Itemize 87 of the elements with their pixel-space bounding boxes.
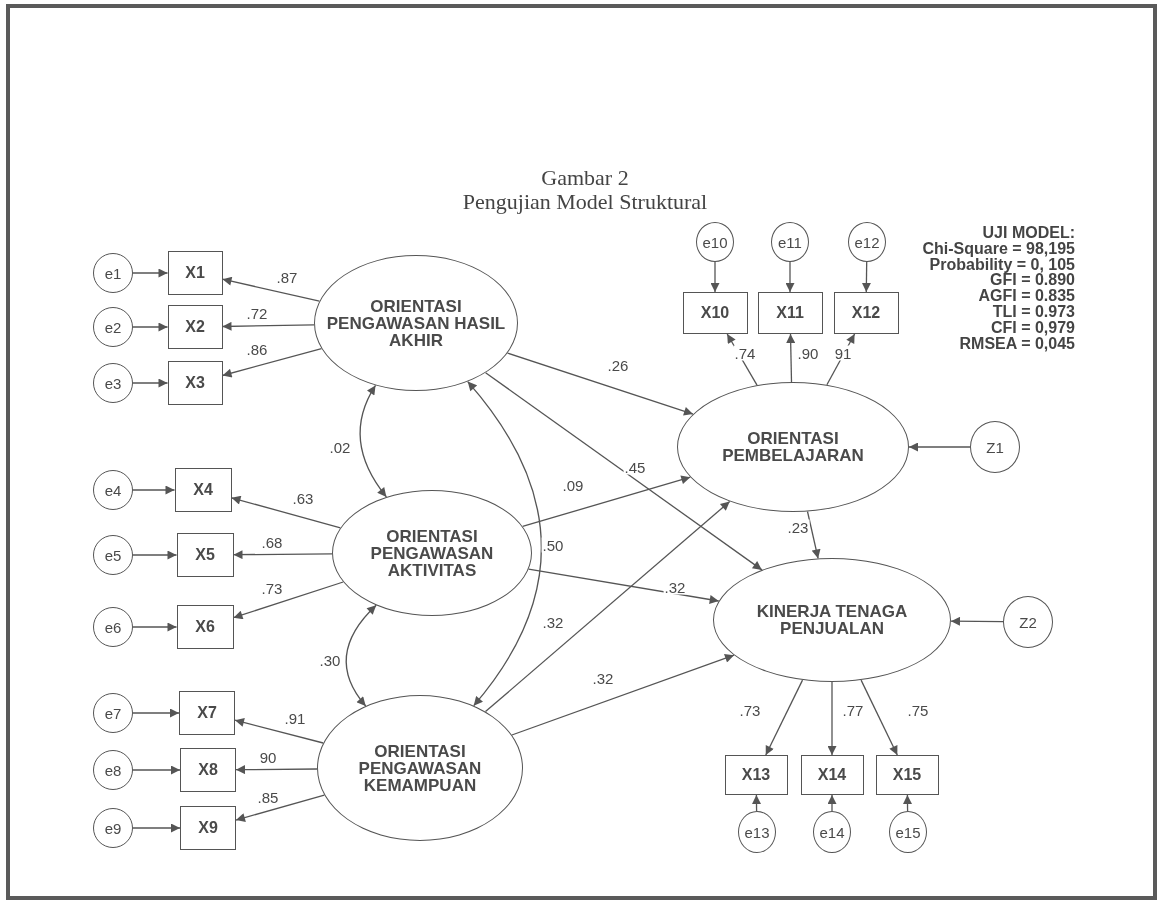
indicator-box: X1	[167, 251, 223, 295]
double-headed-arrow	[467, 380, 542, 707]
arrow	[132, 622, 178, 632]
arrow	[786, 333, 796, 383]
fit-statistic: AGFI = 0.835	[978, 288, 1075, 305]
arrow	[235, 794, 325, 822]
indicator-box: X9	[180, 806, 236, 850]
error-term-circle: e7	[93, 693, 133, 733]
arrow	[861, 261, 871, 293]
indicator-box: X8	[180, 748, 236, 792]
indicator-box: X3	[167, 361, 223, 405]
error-term-circle: e3	[93, 363, 133, 403]
indicator-box: X4	[174, 468, 232, 512]
error-term-circle: e5	[93, 535, 133, 575]
arrow	[132, 485, 176, 495]
arrow	[827, 681, 837, 756]
path-coefficient: .23	[786, 519, 810, 535]
arrow	[221, 347, 323, 378]
indicator-box: X5	[176, 533, 234, 577]
arrow	[521, 475, 691, 528]
error-term-circle: e1	[93, 253, 133, 293]
arrow	[506, 352, 694, 416]
arrow	[710, 261, 720, 293]
figure-number: Gambar 2	[541, 166, 629, 190]
error-term-circle: Z1	[970, 421, 1020, 473]
indicator-box: X10	[682, 292, 748, 334]
arrow	[908, 442, 971, 452]
arrow	[132, 268, 169, 278]
error-term-circle: e2	[93, 307, 133, 347]
indicator-box: X7	[179, 691, 235, 735]
error-term-circle: e8	[93, 750, 133, 790]
arrow	[484, 500, 731, 713]
arrow	[903, 794, 912, 812]
indicator-box: X11	[757, 292, 823, 334]
path-coefficient: 91	[833, 345, 853, 361]
fit-statistic: RMSEA = 0,045	[959, 335, 1075, 352]
arrow	[235, 765, 318, 775]
latent-variable-ellipse: KINERJA TENAGA PENJUALAN	[713, 558, 951, 682]
fit-statistics-heading: UJI MODEL:	[982, 225, 1075, 241]
indicator-box: X14	[800, 755, 864, 795]
fit-statistic: GFI = 0.890	[990, 272, 1075, 289]
arrow	[950, 616, 1004, 626]
arrow	[806, 510, 821, 560]
indicator-box: X12	[833, 292, 899, 334]
error-term-circle: e10	[696, 222, 734, 262]
indicator-box: X13	[724, 755, 788, 795]
arrow	[726, 333, 758, 386]
indicator-box: X6	[176, 605, 234, 649]
figure-title: Pengujian Model Struktural	[462, 190, 708, 214]
arrow	[232, 581, 344, 620]
arrow	[132, 708, 180, 718]
error-term-circle: e9	[93, 808, 133, 848]
indicator-box: X15	[875, 755, 939, 795]
arrow	[132, 823, 181, 833]
error-term-circle: e15	[889, 811, 927, 853]
fit-statistic: Chi-Square = 98,195	[922, 240, 1075, 257]
error-term-circle: e6	[93, 607, 133, 647]
error-term-circle: e14	[813, 811, 851, 853]
arrow	[511, 654, 735, 736]
latent-variable-ellipse: ORIENTASI PEMBELAJARAN	[677, 382, 909, 512]
latent-variable-ellipse: ORIENTASI PENGAWASAN AKTIVITAS	[332, 490, 532, 616]
path-coefficient: .74	[733, 345, 757, 361]
arrow	[827, 794, 837, 812]
latent-variable-ellipse: ORIENTASI PENGAWASAN KEMAMPUAN	[317, 695, 523, 841]
error-term-circle: e12	[848, 222, 886, 262]
arrow	[527, 568, 720, 604]
arrow	[484, 372, 763, 571]
double-headed-arrow	[345, 604, 377, 707]
arrow	[132, 378, 169, 388]
arrow	[785, 261, 795, 293]
fit-statistic: TLI = 0.973	[992, 304, 1075, 320]
fit-statistic: CFI = 0,979	[990, 319, 1075, 336]
error-term-circle: e11	[771, 222, 809, 262]
error-term-circle: Z2	[1003, 596, 1053, 648]
arrow	[132, 550, 178, 560]
arrow	[232, 550, 333, 560]
latent-variable-ellipse: ORIENTASI PENGAWASAN HASIL AKHIR	[314, 255, 518, 391]
arrow	[132, 322, 169, 332]
error-term-circle: e13	[738, 811, 776, 853]
arrow	[132, 765, 181, 775]
indicator-box: X2	[167, 305, 223, 349]
double-headed-arrow	[359, 384, 388, 498]
arrow	[752, 794, 761, 812]
error-term-circle: e4	[93, 470, 133, 510]
arrow	[234, 718, 324, 744]
arrow	[230, 495, 342, 529]
arrow	[221, 321, 315, 331]
